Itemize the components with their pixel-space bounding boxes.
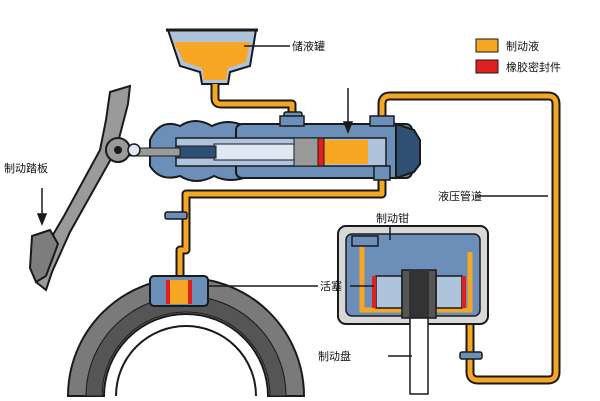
label-hydraulic-line: 液压管道 [438,189,482,203]
brake-pedal-icon [28,84,141,292]
label-pedal: 制动踏板 [4,161,48,175]
legend-swatch-fluid [475,38,499,53]
legend: 制动液 橡胶密封件 [475,38,561,74]
brake-drum-icon [66,275,306,397]
brake-caliper-icon [337,225,489,395]
label-piston: 活塞 [320,279,342,293]
fluid-reservoir-icon [166,28,258,85]
master-cylinder-icon [119,115,421,182]
legend-label-seal: 橡胶密封件 [506,60,561,74]
legend-label-fluid: 制动液 [506,39,539,53]
legend-swatch-seal [475,59,499,74]
leader-lines [36,45,548,357]
label-reservoir: 储液罐 [292,39,325,53]
label-caliper: 制动钳 [376,212,409,225]
label-disc: 制动盘 [318,349,351,363]
